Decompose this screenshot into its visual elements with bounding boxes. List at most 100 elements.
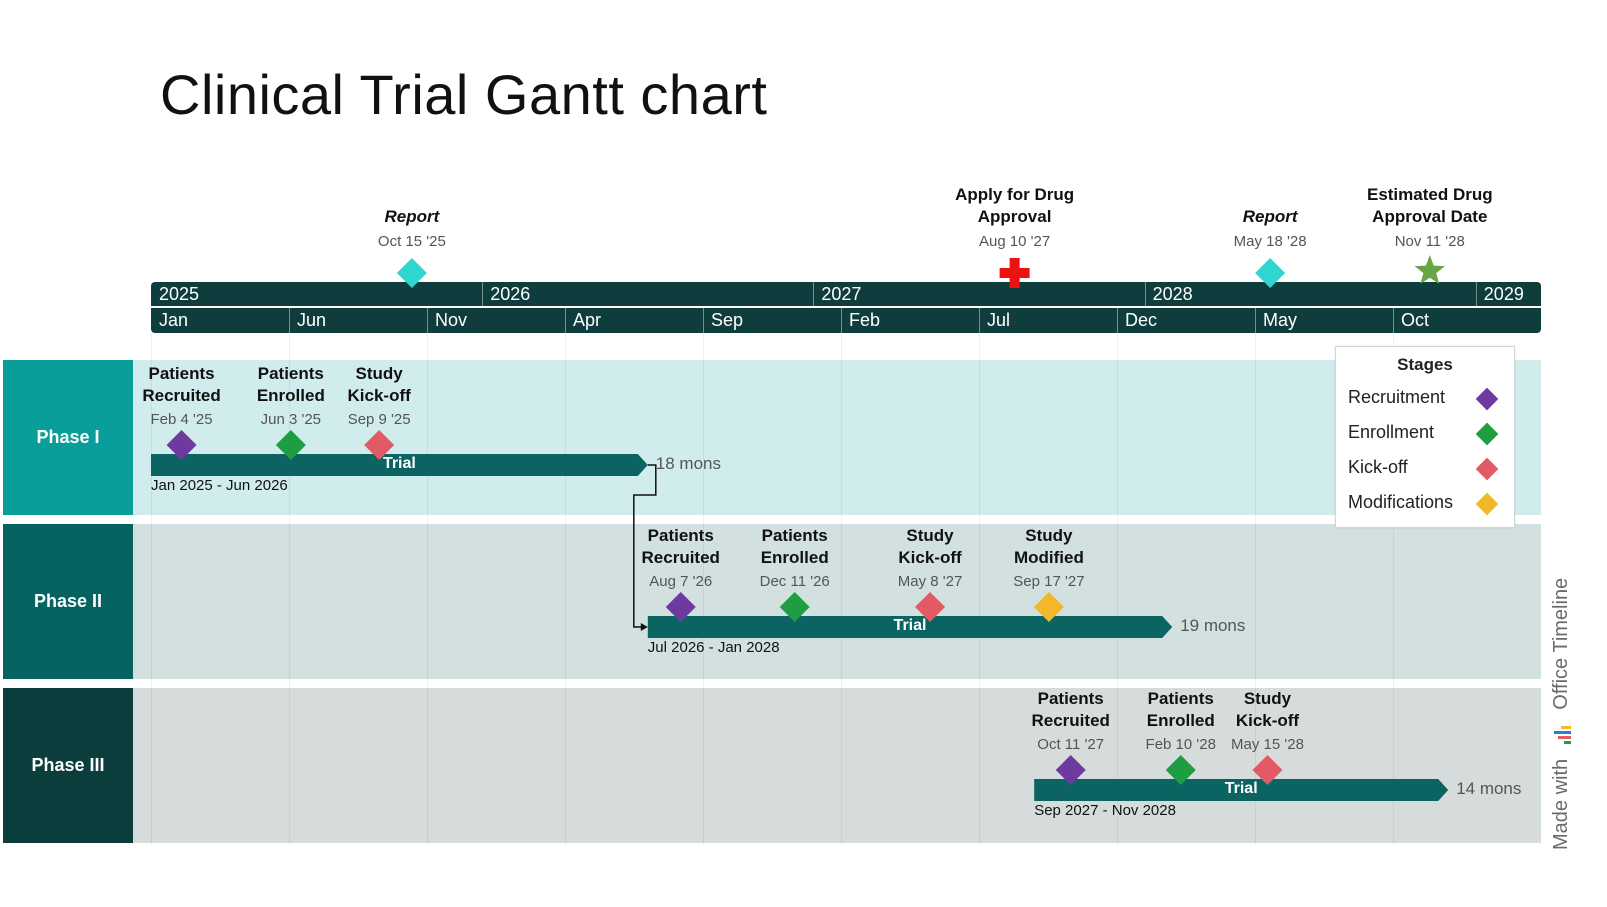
legend-enrollment-diamond-icon [1475,422,1499,446]
month-separator [841,308,842,333]
phase-milestone-kickoff-icon [1252,755,1283,785]
month-label: May [1263,310,1298,330]
month-separator [703,308,704,333]
gridline [565,333,566,845]
phase-milestone-title: Patients Enrolled [760,526,829,567]
task-duration: 19 mons [1180,616,1246,635]
phase-milestone-date: Sep 17 '27 [1013,573,1085,590]
phase-milestone-title: Study Kick-off [347,364,411,405]
task-bar-label: Trial [382,455,416,472]
top-milestone-title: Report [384,207,440,226]
top-milestone-cross-icon [999,258,1030,288]
phase-milestone-title: Study Modified [1013,526,1084,567]
phase-milestone-title: Patients Enrolled [256,364,325,405]
top-milestone-diamond-icon [396,258,427,288]
phase-milestone-date: Feb 10 '28 [1145,736,1216,753]
phase-milestone-date: May 8 '27 [897,573,963,590]
month-label: Feb [849,310,881,330]
month-separator [1117,308,1118,333]
phase-milestone-title: Study Kick-off [1235,689,1300,730]
phase-milestone-modifications-icon [1033,592,1064,622]
task-date-range: Jan 2025 - Jun 2026 [151,477,288,494]
gridline [1117,333,1118,845]
watermark: Made with Office Timeline [1550,578,1573,850]
task-duration: 14 mons [1456,779,1522,798]
month-separator [427,308,428,333]
year-label: 2025 [159,284,200,304]
month-label: Oct [1401,310,1430,330]
task-bar-label: Trial [1224,780,1258,797]
watermark-brand: Office Timeline [1550,577,1572,710]
watermark-prefix: Made with [1550,758,1572,850]
legend-item-label: Recruitment [1348,387,1446,407]
page-title: Clinical Trial Gantt chart [160,63,768,126]
gridline [151,333,152,845]
task-bar-label: Trial [893,617,927,634]
year-separator [1475,282,1477,306]
legend-recruitment-diamond-icon [1475,387,1499,411]
phase-label: Phase III [3,688,133,843]
month-separator [1393,308,1394,333]
month-label: Apr [573,310,602,330]
phase-milestone-date: Jun 3 '25 [260,411,322,428]
phase-milestone-title: Patients Recruited [641,526,720,567]
dependency-connector [633,464,657,628]
month-separator [979,308,980,333]
top-milestone-date: Nov 11 '28 [1394,233,1465,250]
month-label: Jun [297,310,327,330]
phase-band-bg [133,360,1541,515]
legend-kickoff-diamond-icon [1475,457,1499,481]
gridline [289,333,290,845]
phase-milestone-date: Dec 11 '26 [759,573,830,590]
top-milestone-title: Report [1242,207,1298,226]
top-milestone-title: Estimated Drug Approval Date [1366,185,1493,226]
task-duration: 18 mons [655,454,721,473]
month-separator [289,308,290,333]
phase-band-bg [133,524,1541,679]
phase-milestone-enrollment-icon [779,592,810,622]
month-label: Sep [711,310,744,330]
phase-milestone-date: Feb 4 '25 [150,411,213,428]
year-label: 2029 [1483,284,1524,304]
task-date-range: Jul 2026 - Jan 2028 [647,639,780,656]
top-milestone-diamond-icon [1255,258,1286,288]
phase-band-bg [133,688,1541,843]
gridline [1393,333,1394,845]
gridline [1255,333,1256,845]
office-timeline-logo-icon [1552,723,1572,745]
legend-item-label: Kick-off [1348,457,1408,477]
phase-milestone-title: Patients Enrolled [1146,689,1215,730]
year-separator [482,282,484,306]
gridline [841,333,842,845]
month-separator [565,308,566,333]
phase-milestone-date: Aug 7 '26 [649,573,713,590]
year-separator [1144,282,1146,306]
phase-milestone-date: Sep 9 '25 [347,411,411,428]
phase-milestone-enrollment-icon [275,430,306,460]
top-milestone-date: Aug 10 '27 [978,233,1051,250]
year-label: 2028 [1152,284,1193,304]
phase-milestone-title: Patients Recruited [142,364,221,405]
gridline [979,333,980,845]
month-separator [1255,308,1256,333]
gridline [427,333,428,845]
phase-label: Phase II [3,524,133,679]
phase-milestone-title: Study Kick-off [898,526,962,567]
legend-item-label: Enrollment [1348,422,1435,442]
task-date-range: Sep 2027 - Nov 2028 [1034,802,1176,819]
phase-milestone-date: Oct 11 '27 [1037,736,1105,753]
top-milestone-star-icon [1414,255,1445,284]
phase-milestone-kickoff-icon [915,592,946,622]
phase-milestone-title: Patients Recruited [1031,689,1110,730]
task-bar [1034,779,1449,801]
task-bar [151,454,648,476]
legend-title: Stages [1397,355,1453,374]
year-label: 2026 [490,284,531,304]
phase-milestone-recruitment-icon [166,430,197,460]
phase-milestone-kickoff-icon [364,430,395,460]
top-milestone-date: May 18 '28 [1233,233,1307,250]
top-milestone-date: Oct 15 '25 [377,233,446,250]
month-label: Jul [987,310,1011,330]
